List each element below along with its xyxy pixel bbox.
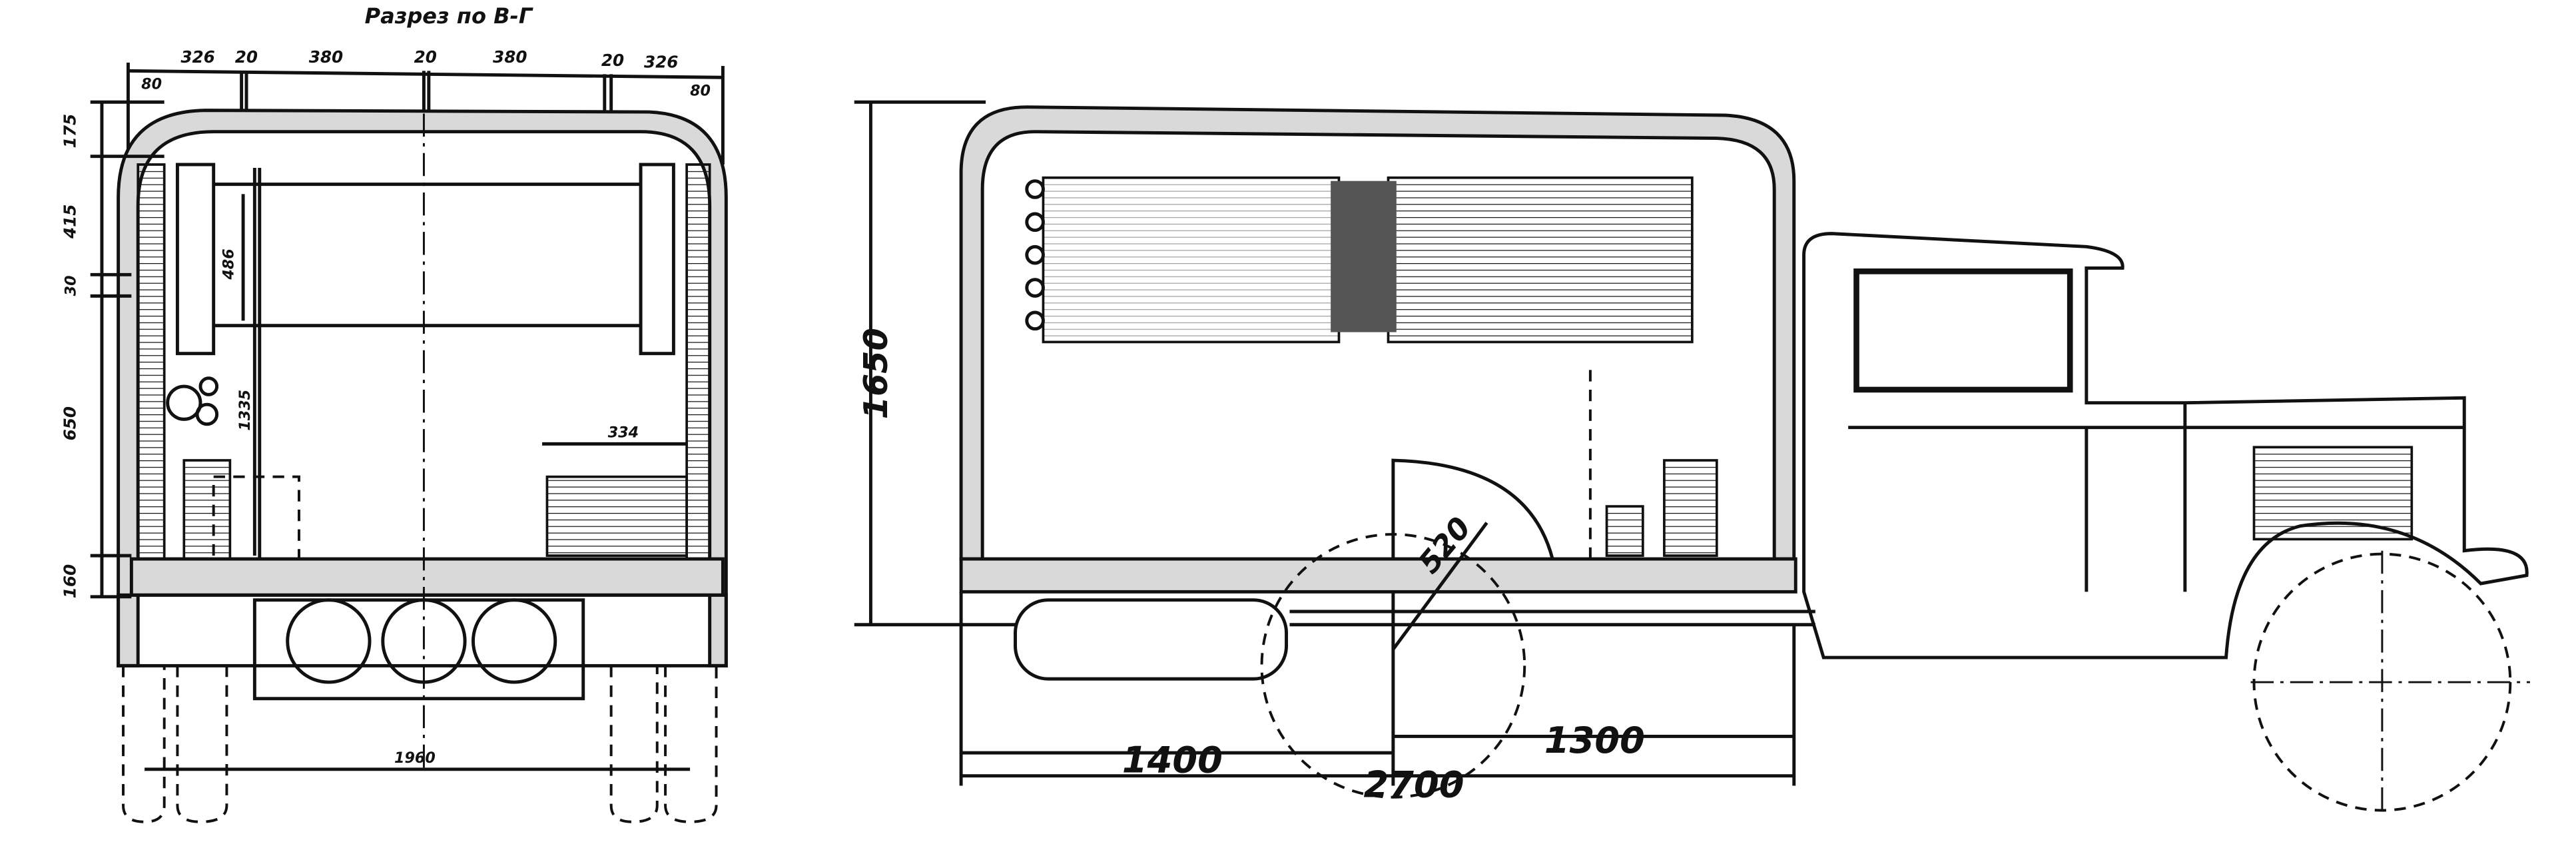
dim-label: 380 bbox=[309, 47, 343, 67]
track-width-label: 1960 bbox=[394, 749, 436, 767]
dim-label: 326 bbox=[644, 52, 678, 71]
dim-label: 80 bbox=[690, 82, 711, 99]
dim-label: 80 bbox=[141, 76, 162, 93]
total-length-label: 2700 bbox=[1363, 764, 1464, 806]
cargo-crate bbox=[545, 475, 688, 557]
truck-cab bbox=[1802, 232, 2529, 659]
dim-label: 20 bbox=[601, 51, 624, 70]
evaporator-coil-left bbox=[1042, 176, 1341, 344]
coil-center bbox=[1331, 181, 1397, 332]
dim-label: 160 bbox=[60, 564, 79, 598]
dim-label: 20 bbox=[414, 47, 437, 67]
dim-label: 326 bbox=[180, 47, 214, 67]
front-length-label: 1400 bbox=[1122, 739, 1223, 781]
side-view: 520 1650 1400 1300 2700 bbox=[854, 100, 2530, 814]
left-dimensions: 175 415 30 650 160 bbox=[60, 114, 79, 598]
dim-label: 650 bbox=[60, 406, 79, 440]
evaporator-left bbox=[175, 163, 216, 356]
dim-label: 175 bbox=[60, 114, 79, 148]
evaporator-coil-right bbox=[1387, 176, 1694, 344]
wheel-arch bbox=[1391, 458, 1554, 560]
cab-window bbox=[1853, 268, 2073, 393]
dim-label: 20 bbox=[235, 47, 258, 67]
section-title: Разрез по В-Г bbox=[365, 3, 533, 29]
dim-label: 1335 bbox=[236, 390, 254, 431]
cross-section-view: 326 20 380 20 380 20 326 80 80 bbox=[60, 47, 728, 823]
dim-label: 334 bbox=[608, 424, 639, 442]
radiator-grille bbox=[2252, 446, 2414, 541]
rear-length-label: 1300 bbox=[1544, 719, 1645, 761]
dim-label: 30 bbox=[62, 275, 79, 296]
evaporator-right bbox=[639, 163, 675, 356]
dim-label: 415 bbox=[60, 205, 79, 239]
dim-label: 486 bbox=[220, 248, 237, 280]
rear-wheel bbox=[1260, 533, 1526, 799]
floor-beam bbox=[129, 557, 725, 597]
receiver bbox=[1605, 505, 1644, 557]
dim-label: 380 bbox=[493, 47, 527, 67]
height-label: 1650 bbox=[856, 328, 895, 419]
compressor bbox=[1663, 459, 1718, 557]
fuel-tank bbox=[1014, 598, 1288, 681]
top-dimensions: 326 20 380 20 380 20 326 80 80 bbox=[141, 47, 711, 99]
body-floor bbox=[959, 557, 1797, 594]
gas-cylinders bbox=[252, 598, 585, 701]
